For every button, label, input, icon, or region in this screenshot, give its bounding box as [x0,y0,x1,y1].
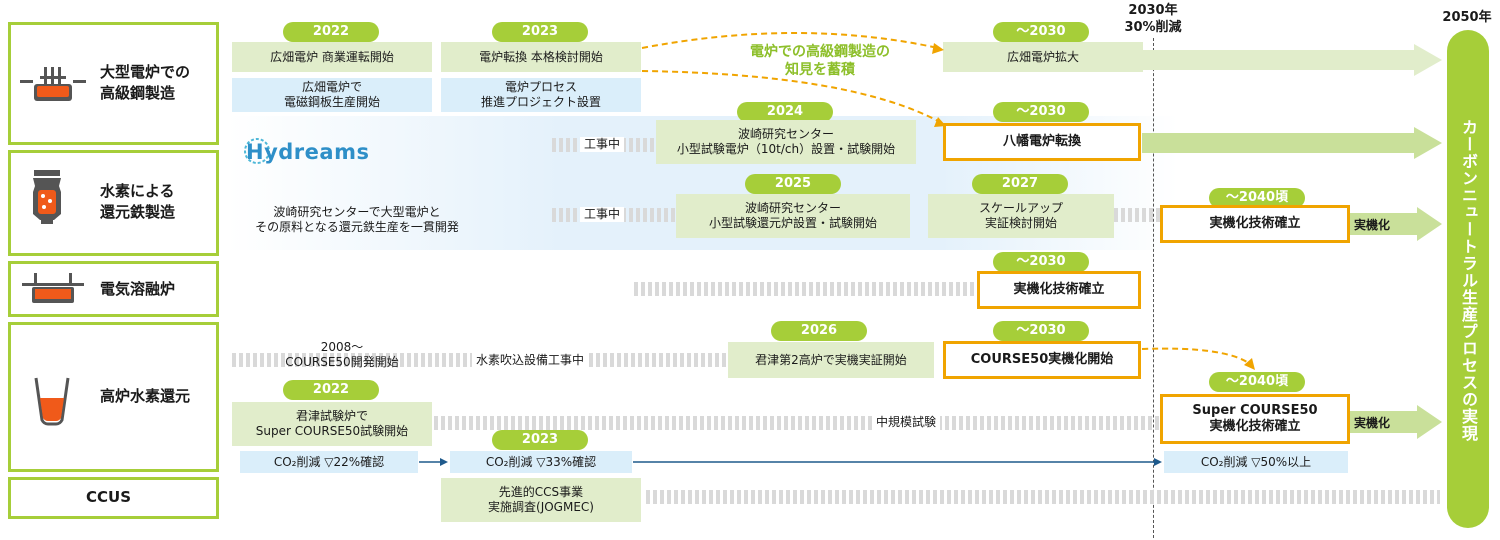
year-pill-2030-course50: ～2030 [993,321,1089,341]
hydreams-logo-mark-icon [244,138,270,164]
year-pill-2030: ～2030 [993,22,1089,42]
namisaki-integrated-dev-text: 波崎研究センターで大型電炉と その原料となる還元鉄生産を一貫開発 [255,205,459,234]
row2b-bar-to-2040 [1114,208,1160,222]
eaf-process-project: 電炉プロセス推進プロジェクト設置 [441,78,641,112]
row4-mid-scale-label: 中規模試験 [872,415,941,430]
knowledge-accumulation-text: 電炉での高級鋼製造の 知見を蓄積 [750,44,890,78]
hirohata-eaf-expansion: 広畑電炉拡大 [943,42,1143,72]
namisaki-test-eaf: 波崎研究センター小型試験電炉（10t/ch）設置・試験開始 [656,120,916,164]
co2-reduction-33: CO₂削減 ▽33%確認 [450,451,632,473]
advanced-ccs-survey: 先進的CCS事業実施調査(JOGMEC) [441,478,641,522]
hydrogen-reduction-furnace-icon [33,170,61,224]
kimitsu-bf2-demo: 君津第2高炉で実機実証開始 [728,342,934,378]
row4-mid-scale-bar [434,416,1162,430]
electric-arc-furnace-icon [20,67,86,101]
electric-melting-furnace-icon [22,273,84,303]
year-pill-2025: 2025 [745,174,841,194]
milestone-2030-label: 2030年 30%削減 [1124,3,1182,35]
year-pill-2023-co2: 2023 [492,430,588,450]
category-label-electric-melting: 電気溶融炉 [100,280,176,298]
row4-h2-injection-label: 水素吹込設備工事中 [472,353,589,368]
row5-ccus-bar [646,490,1440,504]
carbon-neutral-goal-pill [1447,30,1489,528]
row2-arrow-to-2050 [1142,127,1442,159]
row2b-practical-arrow [1347,207,1442,241]
row2b-practical-label: 実機化 [1354,218,1391,232]
row1-arrow-to-2050 [1142,44,1442,76]
year-pill-2040-super: ～2040頃 [1209,372,1305,392]
category-label-large-eaf: 大型電炉での 高級鋼製造 [100,63,191,102]
row4-practical-arrow [1347,405,1442,439]
milestone-2030-line [1153,38,1154,538]
category-blast-furnace-h2 [8,322,219,472]
category-large-eaf [8,22,219,145]
co2-reduction-22: CO₂削減 ▽22%確認 [240,451,418,473]
year-pill-2030-yawata: ～2030 [993,102,1089,122]
category-label-hydrogen-dri: 水素による 還元鉄製造 [100,182,176,221]
yawata-eaf-conversion: 八幡電炉転換 [943,123,1141,161]
eaf-conversion-study: 電炉転換 本格検討開始 [441,42,641,72]
category-label-blast-furnace-h2: 高炉水素還元 [100,387,191,405]
hydreams-logo: Hydreams [244,138,369,164]
hirohata-electrical-steel: 広畑電炉で電磁鋼板生産開始 [232,78,432,112]
hirohata-commercial-start: 広畑電炉 商業運転開始 [232,42,432,72]
row2-construction-label: 工事中 [580,137,625,152]
row4-practical-label: 実機化 [1354,416,1391,430]
dri-practical-tech: 実機化技術確立 [1160,205,1350,243]
year-pill-2022: 2022 [283,22,379,42]
year-pill-2030-melting: ～2030 [993,252,1089,272]
year-pill-2026: 2026 [771,321,867,341]
year-pill-2040: ～2040頃 [1209,188,1305,208]
carbon-neutral-goal-text: カーボンニュートラル生産プロセスの実現 [1459,118,1478,442]
row2b-construction-label: 工事中 [580,207,625,222]
co2-reduction-50: CO₂削減 ▽50%以上 [1164,451,1348,473]
year-pill-2027: 2027 [972,174,1068,194]
since-2008-text: 2008～ COURSE50開発開始 [285,340,399,369]
year-pill-2024: 2024 [737,102,833,122]
year-pill-2022-kimitsu: 2022 [283,380,379,400]
namisaki-test-reduction-furnace: 波崎研究センター小型試験還元炉設置・試験開始 [676,194,910,238]
blast-furnace-ladle-icon [34,377,70,426]
category-label-ccus: CCUS [86,488,131,506]
scale-up-study: スケールアップ実証検討開始 [928,194,1114,238]
course50-practical-start: COURSE50実機化開始 [943,341,1141,379]
milestone-2050-label: 2050年 [1442,10,1492,25]
row3-dev-bar [634,282,978,296]
year-pill-2023: 2023 [492,22,588,42]
melting-practical-tech: 実機化技術確立 [977,271,1141,309]
category-ccus [8,477,219,519]
